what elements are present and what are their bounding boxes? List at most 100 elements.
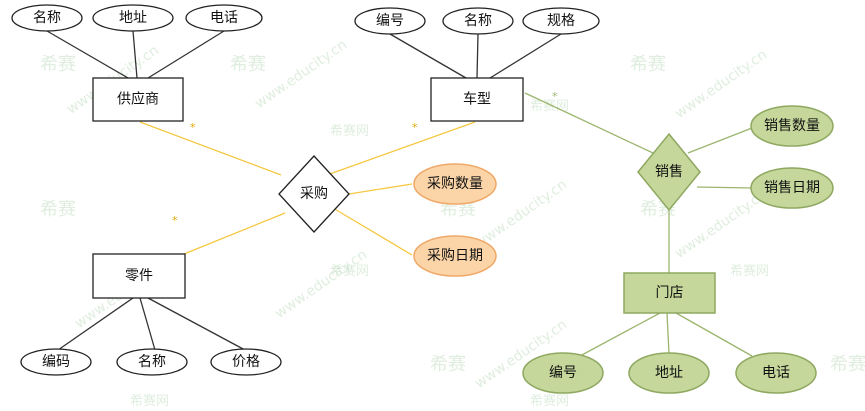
edge-model-spec	[489, 33, 562, 79]
attr-purchase-date[interactable]: 采购日期	[413, 235, 497, 277]
attr-label: 采购日期	[427, 248, 483, 264]
edge-part-purchase	[183, 212, 286, 255]
entity-label: 车型	[463, 91, 491, 108]
relationship-diamond	[278, 155, 350, 233]
relationship-purchase[interactable]: 采购	[278, 155, 350, 233]
watermark-net: 希赛网	[530, 98, 569, 114]
entity-label: 门店	[656, 285, 684, 301]
edge-purchase-qty	[348, 183, 413, 195]
edge-model-purchase	[326, 121, 476, 176]
attr-ellipse	[735, 352, 817, 394]
watermark-site: www.educity.cn	[272, 247, 370, 322]
attr-ellipse	[413, 235, 497, 277]
attr-model-spec[interactable]: 规格	[522, 7, 600, 35]
entity-store[interactable]: 门店	[623, 272, 716, 314]
edge-supplier-name	[46, 30, 129, 79]
attr-supplier-address[interactable]: 地址	[92, 4, 174, 32]
cardinality-mark: *	[172, 214, 178, 227]
edge-supplier-address	[132, 30, 138, 79]
edge-supplier-phone	[147, 30, 225, 79]
attr-ellipse	[522, 7, 600, 35]
edge-part-name	[139, 297, 156, 351]
attr-ellipse	[750, 105, 834, 147]
edge-part-price	[147, 297, 246, 351]
attr-ellipse	[116, 348, 188, 376]
cardinality-mark: *	[190, 121, 196, 134]
attr-model-name[interactable]: 名称	[442, 7, 514, 35]
attr-ellipse	[92, 4, 174, 32]
watermark-brand: 希赛	[830, 354, 865, 375]
attr-label: 地址	[655, 365, 683, 381]
watermark-net: 希赛网	[330, 263, 369, 279]
edge-sales-qty	[687, 127, 753, 154]
entity-box	[92, 253, 186, 299]
cardinality-marks: * * * *	[172, 90, 558, 227]
watermark-brand: 希赛	[630, 54, 666, 75]
attr-purchase-qty[interactable]: 采购数量	[413, 163, 497, 205]
connector-lines	[46, 30, 753, 357]
edge-sales-date	[696, 186, 753, 189]
attr-label: 价格	[232, 354, 260, 370]
attr-label: 名称	[33, 10, 61, 26]
entity-box	[623, 272, 716, 314]
attr-ellipse	[522, 352, 604, 394]
attr-model-number[interactable]: 编号	[354, 7, 426, 35]
edge-store-address	[666, 312, 670, 355]
watermark-brand: 希赛	[40, 199, 76, 220]
entity-label: 供应商	[117, 91, 159, 108]
attr-label: 名称	[464, 13, 492, 29]
entity-vehicle-model[interactable]: 车型	[430, 77, 524, 122]
attr-ellipse	[11, 4, 83, 32]
attr-part-name[interactable]: 名称	[116, 348, 188, 376]
attr-supplier-phone[interactable]: 电话	[185, 4, 263, 32]
attr-ellipse	[210, 348, 282, 376]
attr-label: 编号	[376, 13, 404, 29]
attr-store-number[interactable]: 编号	[522, 352, 604, 394]
attr-label: 销售日期	[764, 180, 820, 196]
attr-part-price[interactable]: 价格	[210, 348, 282, 376]
edge-supplier-purchase	[139, 121, 282, 176]
attr-label: 采购数量	[427, 176, 483, 192]
attr-store-phone[interactable]: 电话	[735, 352, 817, 394]
relationship-label: 销售	[655, 164, 683, 180]
attr-sales-date[interactable]: 销售日期	[750, 167, 834, 209]
cardinality-mark: *	[552, 90, 558, 103]
attr-label: 电话	[762, 365, 790, 381]
attr-ellipse	[628, 352, 710, 394]
edge-purchase-date	[332, 207, 413, 256]
relationship-sales[interactable]: 销售	[637, 132, 701, 212]
attr-supplier-name[interactable]: 名称	[11, 4, 83, 32]
attr-ellipse	[354, 7, 426, 35]
edge-store-phone	[675, 312, 753, 357]
attr-ellipse	[750, 167, 834, 209]
entity-box	[92, 77, 184, 122]
watermark-net: 希赛网	[130, 393, 169, 409]
attr-ellipse	[185, 4, 263, 32]
watermark-brand: 希赛	[430, 354, 466, 375]
entity-box	[430, 77, 524, 122]
attr-part-code[interactable]: 编码	[20, 348, 92, 376]
entity-label: 零件	[125, 268, 153, 284]
relationship-diamond	[637, 132, 701, 212]
attr-sales-qty[interactable]: 销售数量	[750, 105, 834, 147]
watermark-site: www.educity.cn	[672, 47, 770, 122]
attr-label: 销售数量	[764, 118, 820, 134]
entity-part[interactable]: 零件	[92, 253, 186, 299]
edge-part-code	[57, 297, 134, 351]
attr-store-address[interactable]: 地址	[628, 352, 710, 394]
relationship-label: 采购	[300, 186, 328, 202]
watermark-net: 希赛网	[530, 393, 569, 409]
watermark-brand: 希赛	[40, 54, 76, 75]
attr-label: 名称	[138, 354, 166, 370]
attr-label: 编号	[549, 365, 577, 381]
cardinality-mark: *	[412, 121, 418, 134]
attr-ellipse	[413, 163, 497, 205]
attr-label: 地址	[119, 10, 147, 26]
attr-ellipse	[20, 348, 92, 376]
entity-supplier[interactable]: 供应商	[92, 77, 184, 122]
attr-label: 电话	[210, 10, 238, 26]
attr-label: 编码	[42, 354, 70, 370]
watermark-brand: 希赛	[230, 54, 266, 75]
watermark-site: www.educity.cn	[252, 37, 350, 112]
